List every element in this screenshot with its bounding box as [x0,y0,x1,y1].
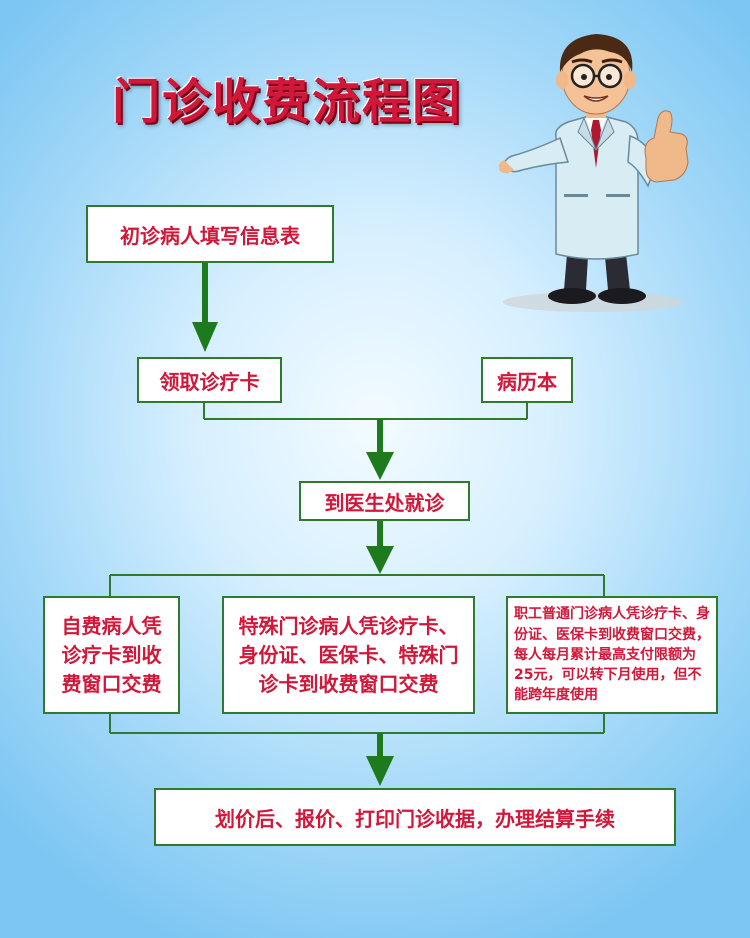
step-settlement-label: 划价后、报价、打印门诊收据，办理结算手续 [215,806,615,831]
step-settlement: 划价后、报价、打印门诊收据，办理结算手续 [154,788,676,846]
doctor-illustration [498,34,689,312]
step-self-pay-label: 自费病人凭诊疗卡到收费窗口交费 [61,613,162,696]
arrow-4 [366,733,394,786]
step-employee-clinic-label: 职工普通门诊病人凭诊疗卡、身份证、医保卡到收费窗口交费，每人每月累计最高支付限额… [514,606,710,704]
step-special-clinic-label: 特殊门诊病人凭诊疗卡、身份证、医保卡、特殊门诊卡到收费窗口交费 [238,613,459,696]
step-employee-clinic: 职工普通门诊病人凭诊疗卡、身份证、医保卡到收费窗口交费，每人每月累计最高支付限额… [506,596,718,714]
arrow-2 [366,419,394,480]
page-title: 门诊收费流程图 [112,74,463,130]
arrow-3 [366,521,394,574]
step-fill-info-form-label: 初诊病人填写信息表 [120,223,300,248]
step-get-card-label: 领取诊疗卡 [159,369,260,394]
step-fill-info-form: 初诊病人填写信息表 [86,205,334,263]
step-special-clinic: 特殊门诊病人凭诊疗卡、身份证、医保卡、特殊门诊卡到收费窗口交费 [222,596,475,714]
step-self-pay: 自费病人凭诊疗卡到收费窗口交费 [43,596,180,714]
arrow-1 [192,263,218,352]
step-record-book: 病历本 [481,357,573,403]
step-see-doctor-label: 到医生处就诊 [324,490,445,515]
step-see-doctor: 到医生处就诊 [299,481,470,521]
step-get-card: 领取诊疗卡 [137,357,282,403]
step-record-book-label: 病历本 [497,369,557,394]
